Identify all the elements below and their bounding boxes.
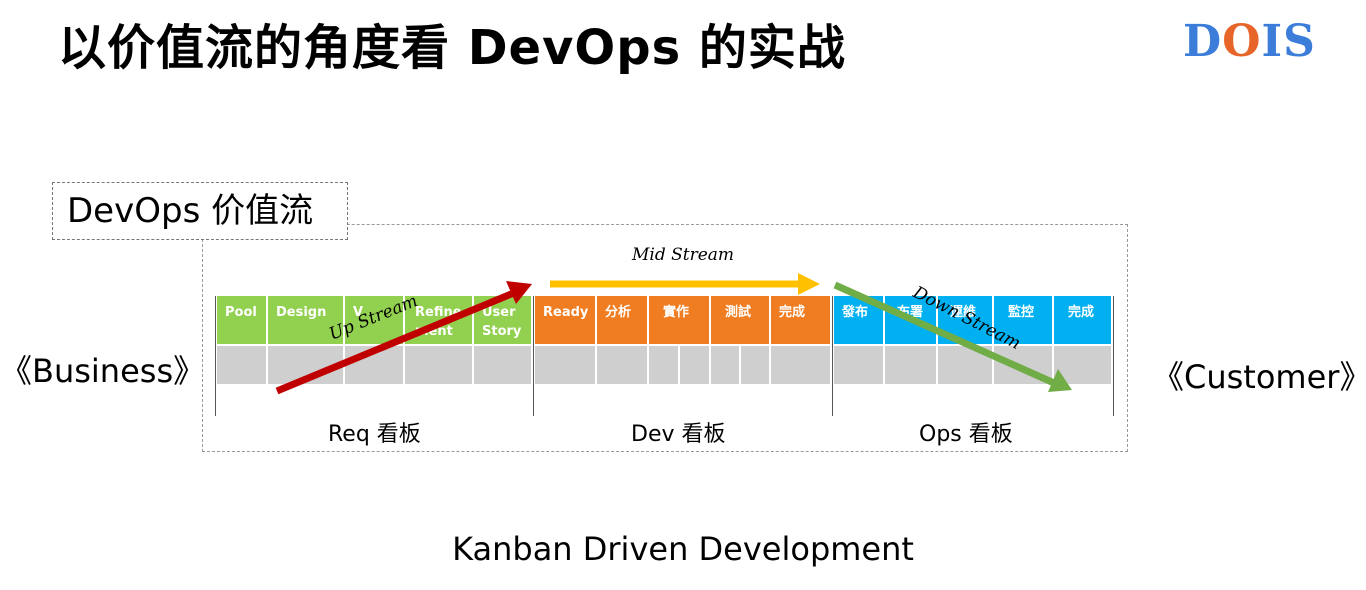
dev-column-implement: 實作 — [649, 296, 711, 344]
up-stream-arrow — [275, 281, 532, 395]
req-column-pool: Pool — [217, 296, 268, 344]
ops-column-monitor: 監控 — [994, 296, 1054, 344]
req-column-design: Design — [268, 296, 345, 344]
dev-column-analysis: 分析 — [597, 296, 649, 344]
board-divider-req-dev — [533, 296, 534, 416]
board-divider-left — [215, 296, 216, 416]
dev-column-ready: Ready — [535, 296, 597, 344]
req-lane-refinement — [405, 346, 474, 384]
logo-letter-d: D — [1183, 16, 1223, 67]
dev-lane-done — [771, 346, 832, 384]
logo-letter-s: S — [1283, 16, 1316, 67]
business-label: 《Business》 — [0, 352, 206, 390]
mid-stream-arrow — [550, 273, 820, 295]
ops-lane-done — [1054, 346, 1113, 384]
mid-stream-label: Mid Stream — [631, 245, 734, 265]
dev-column-done: 完成 — [771, 296, 832, 344]
ops-board-label: Ops 看板 — [919, 422, 1013, 447]
dev-lane-test-b — [741, 346, 771, 384]
down-stream-arrow — [833, 281, 1072, 392]
req-column-refinement: Refine ment — [405, 296, 474, 344]
req-column-user-story: User Story — [474, 296, 533, 344]
req-board-label: Req 看板 — [328, 422, 421, 447]
dev-lane-ready — [535, 346, 597, 384]
ops-lane-deploy — [885, 346, 938, 384]
dev-lane-implement-b — [680, 346, 711, 384]
board-divider-right — [1113, 296, 1114, 416]
logo-letter-i: I — [1261, 16, 1284, 67]
dev-lane-test-a — [711, 346, 741, 384]
dev-lane-analysis — [597, 346, 649, 384]
page-title: 以价值流的角度看 DevOps 的实战 — [58, 20, 846, 76]
dev-column-test: 測試 — [711, 296, 771, 344]
value-stream-label: DevOps 价值流 — [52, 182, 348, 240]
dev-board-label: Dev 看板 — [631, 422, 726, 447]
dois-logo: DOIS — [1183, 18, 1316, 66]
ops-column-done: 完成 — [1054, 296, 1113, 344]
dev-lane-implement-a — [649, 346, 680, 384]
footer-caption: Kanban Driven Development — [452, 530, 914, 568]
customer-label: 《Customer》 — [1152, 358, 1366, 396]
ops-lane-release — [834, 346, 885, 384]
logo-letter-o: O — [1222, 16, 1262, 67]
req-lane-pool — [217, 346, 268, 384]
value-stream-frame — [202, 224, 1128, 452]
req-column-verify: V — [345, 296, 405, 344]
board-divider-dev-ops — [832, 296, 833, 416]
req-lane-user-story — [474, 346, 533, 384]
